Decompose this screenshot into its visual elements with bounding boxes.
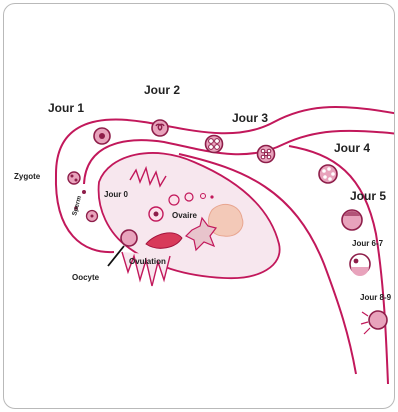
day2-cell (152, 120, 168, 136)
label-jour5: Jour 5 (350, 189, 386, 203)
day89-implantation (361, 311, 387, 334)
diagram-frame: Jour 1 Jour 2 Jour 3 Jour 4 Jour 5 Jour … (3, 3, 395, 409)
oocyte-cell (121, 230, 137, 246)
label-oocyte: Oocyte (72, 273, 100, 282)
label-jour4: Jour 4 (334, 141, 370, 155)
label-jour3: Jour 3 (232, 111, 268, 125)
label-ovaire: Ovaire (172, 211, 197, 220)
day5-blastocyst (342, 210, 362, 230)
day67-blastocyst (350, 254, 370, 276)
day3-cells (206, 136, 275, 163)
label-jour1: Jour 1 (48, 101, 84, 115)
day4-morula (319, 165, 337, 183)
day1-cell (94, 128, 110, 144)
reproduction-diagram: Jour 1 Jour 2 Jour 3 Jour 4 Jour 5 Jour … (4, 4, 394, 408)
label-zygote: Zygote (14, 172, 41, 181)
oocyte-pointer (108, 246, 124, 266)
label-jour67: Jour 6-7 (352, 239, 384, 248)
label-jour2: Jour 2 (144, 83, 180, 97)
label-sperm: Sperm (71, 195, 83, 217)
uterus-wall-right (289, 146, 388, 384)
label-jour89: Jour 8-9 (360, 293, 392, 302)
label-jour0: Jour 0 (104, 190, 129, 199)
label-ovulation: Ovulation (129, 257, 166, 266)
